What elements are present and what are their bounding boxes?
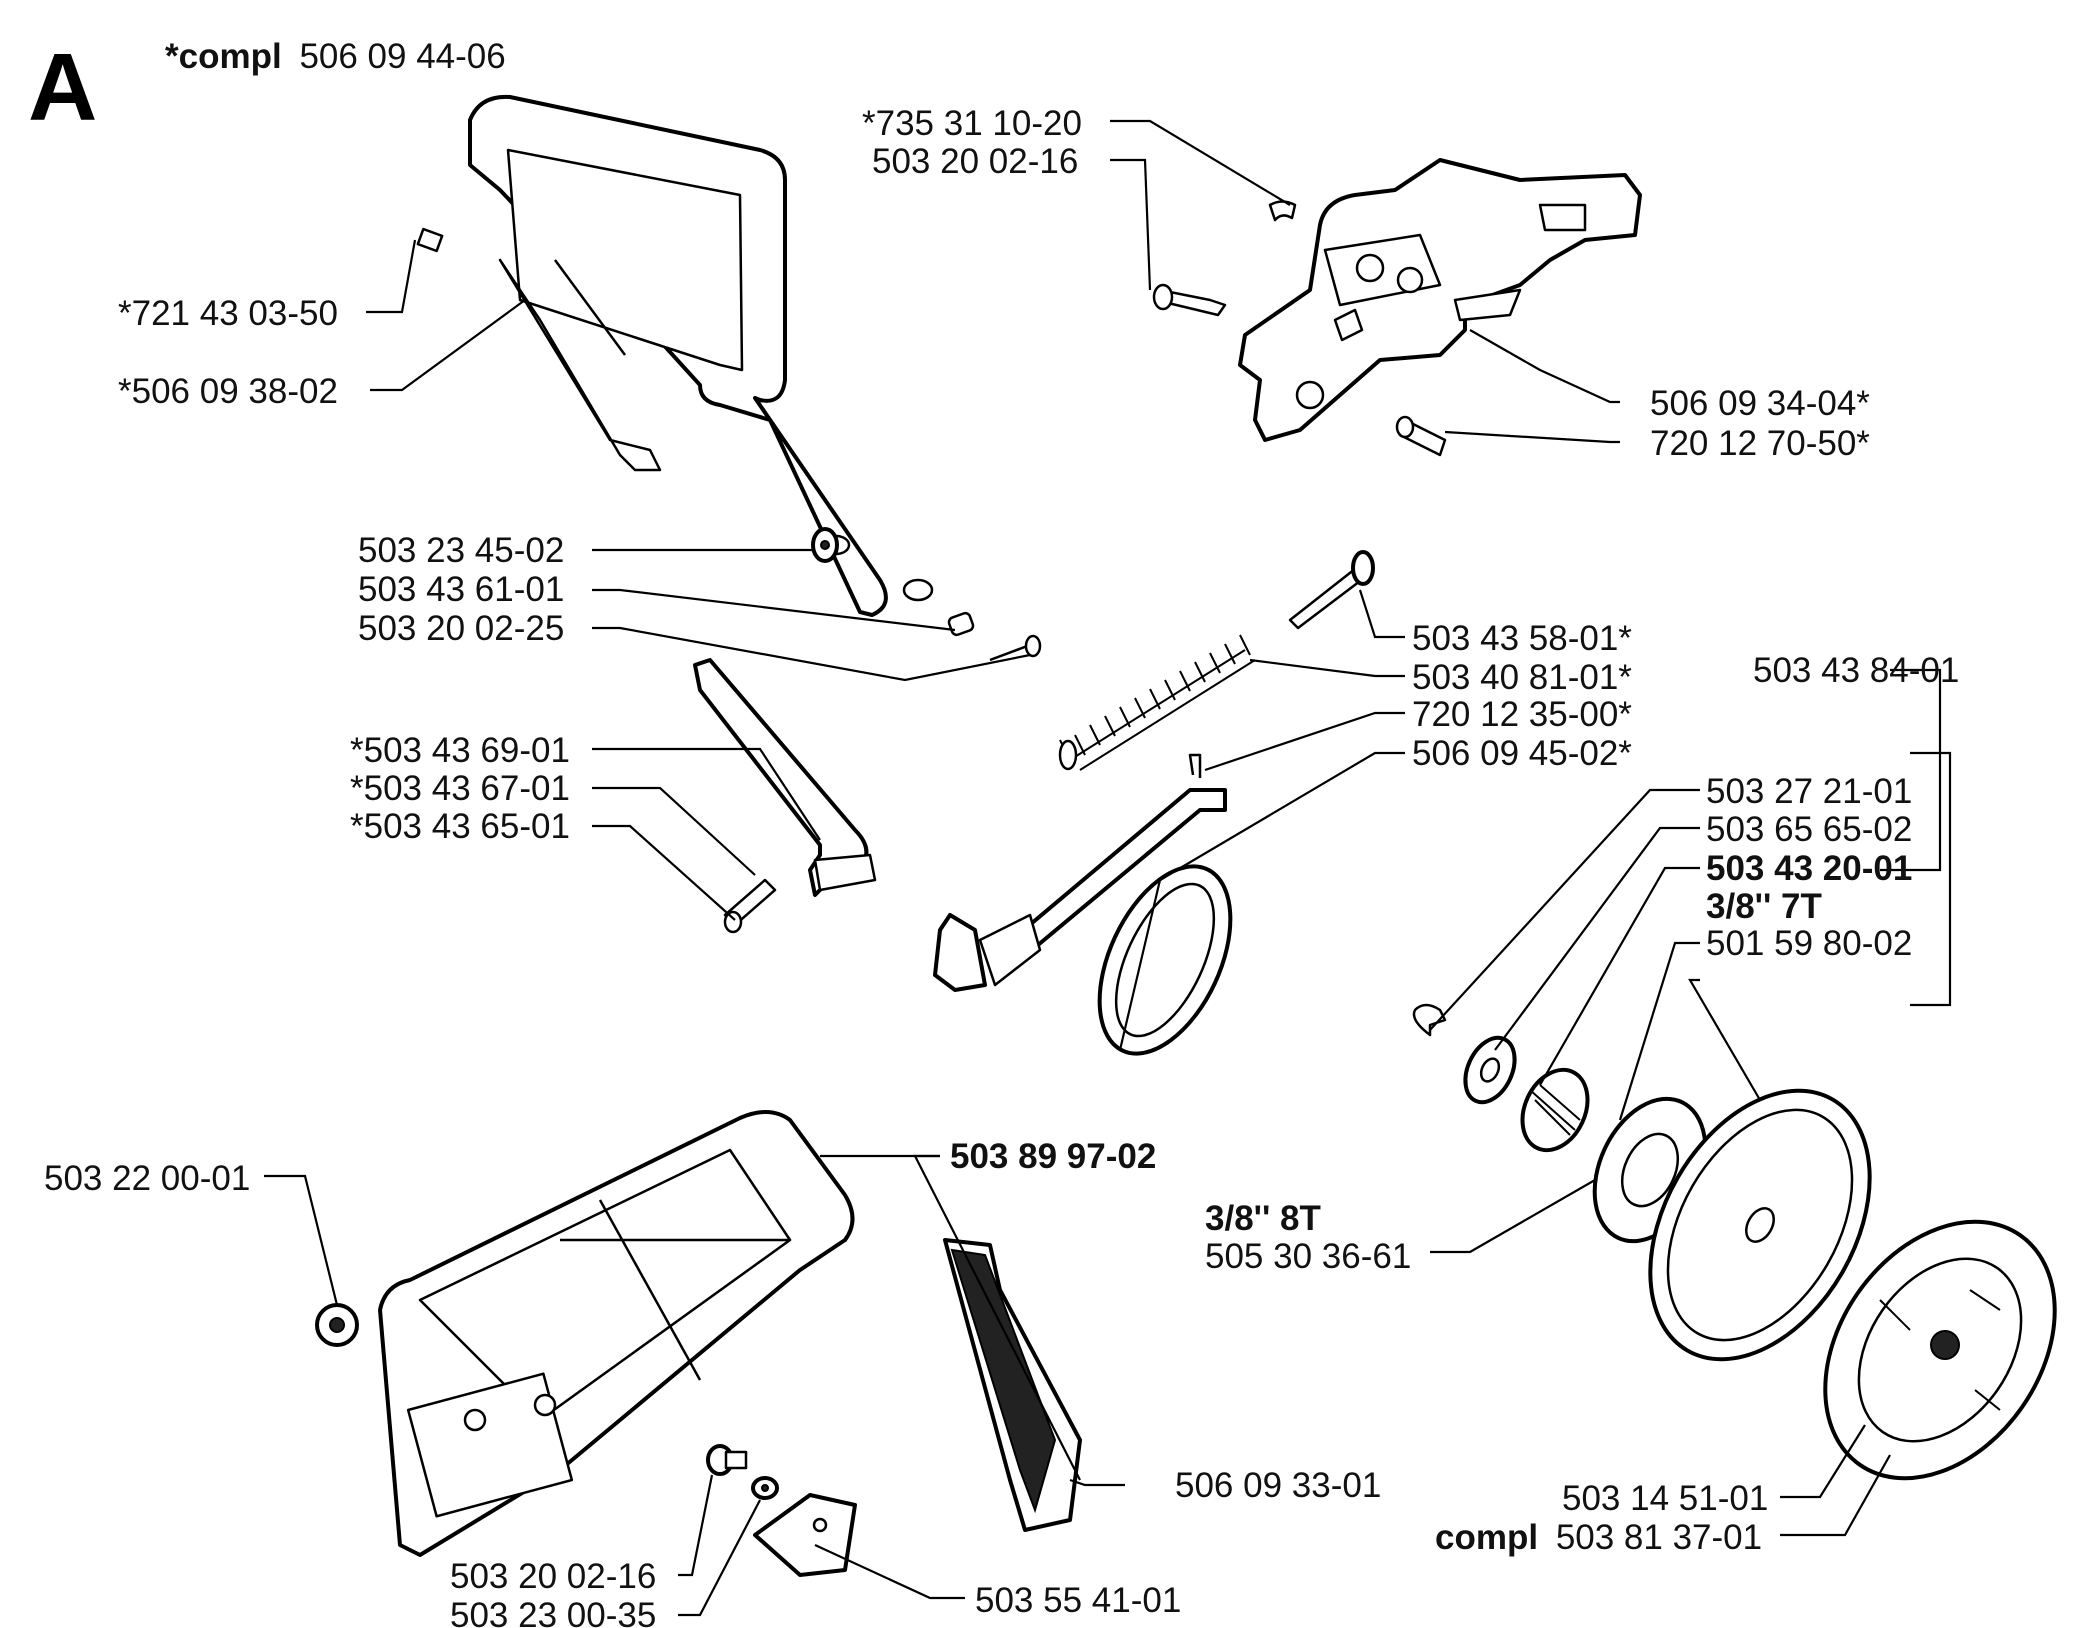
label-503-14-51-01: 503 14 51-01: [1562, 1479, 1768, 1518]
label-compl-clutch-number: 503 81 37-01: [1556, 1518, 1762, 1557]
label-506-09-45-02: 506 09 45-02*: [1412, 734, 1632, 773]
label-503-43-67-01: *503 43 67-01: [350, 769, 570, 808]
label-735-31-10-20: *735 31 10-20: [862, 104, 1082, 143]
label-compl-clutch-prefix: compl: [1435, 1518, 1538, 1557]
label-506-09-34-04: 506 09 34-04*: [1650, 384, 1870, 423]
label-503-43-20-01: 503 43 20-01: [1706, 849, 1912, 888]
label-3-8-8t: 3/8'' 8T: [1205, 1199, 1321, 1238]
brake-rod-drawing: [693, 658, 877, 934]
label-compl-main: *compl 506 09 44-06: [165, 37, 506, 76]
label-503-89-97-02: 503 89 97-02: [950, 1137, 1156, 1176]
coil-spring: [1058, 634, 1256, 771]
label-503-23-00-35: 503 23 00-35: [450, 1596, 656, 1628]
brake-bracket-drawing: [1152, 158, 1642, 457]
label-503-43-84-01: 503 43 84-01: [1753, 651, 1959, 690]
section-letter: A: [28, 34, 97, 141]
label-compl-prefix: *compl: [165, 37, 282, 76]
label-503-43-61-01: 503 43 61-01: [358, 570, 564, 609]
label-506-09-38-02: *506 09 38-02: [118, 372, 338, 411]
bottom-small-parts-drawing: [706, 1444, 857, 1577]
label-505-30-36-61: 505 30 36-61: [1205, 1237, 1411, 1276]
label-720-12-35-00: 720 12 35-00*: [1412, 695, 1632, 734]
guide-plate-drawing: [943, 1238, 1082, 1532]
pin-spring-drawing: [1058, 550, 1375, 771]
label-503-55-41-01: 503 55 41-01: [975, 1581, 1181, 1620]
clutch-cover-drawing: [315, 1110, 855, 1557]
label-503-20-02-16-top: 503 20 02-16: [872, 142, 1078, 181]
clutch-assembly-drawing: [1412, 1003, 2057, 1481]
label-compl-clutch: compl 503 81 37-01: [1435, 1518, 1762, 1557]
label-503-27-21-01: 503 27 21-01: [1706, 772, 1912, 811]
label-503-20-02-16-bottom: 503 20 02-16: [450, 1557, 656, 1596]
label-503-40-81-01: 503 40 81-01*: [1412, 658, 1632, 697]
label-503-22-00-01: 503 22 00-01: [44, 1159, 250, 1198]
label-503-65-65-02: 503 65 65-02: [1706, 810, 1912, 849]
label-720-12-70-50: 720 12 70-50*: [1650, 424, 1870, 463]
label-503-43-65-01: *503 43 65-01: [350, 807, 570, 846]
brake-band-drawing: [933, 753, 1233, 1056]
label-3-8-7t: 3/8'' 7T: [1706, 887, 1822, 926]
leader-lines: [264, 119, 1952, 1617]
label-503-43-58-01: 503 43 58-01*: [1412, 619, 1632, 658]
label-503-43-69-01: *503 43 69-01: [350, 731, 570, 770]
label-503-20-02-25: 503 20 02-25: [358, 609, 564, 648]
label-compl-number: 506 09 44-06: [299, 37, 505, 76]
label-721-43-03-50: *721 43 03-50: [118, 294, 338, 333]
label-501-59-80-02: 501 59 80-02: [1706, 924, 1912, 963]
label-506-09-33-01: 506 09 33-01: [1175, 1466, 1381, 1505]
label-503-23-45-02: 503 23 45-02: [358, 531, 564, 570]
